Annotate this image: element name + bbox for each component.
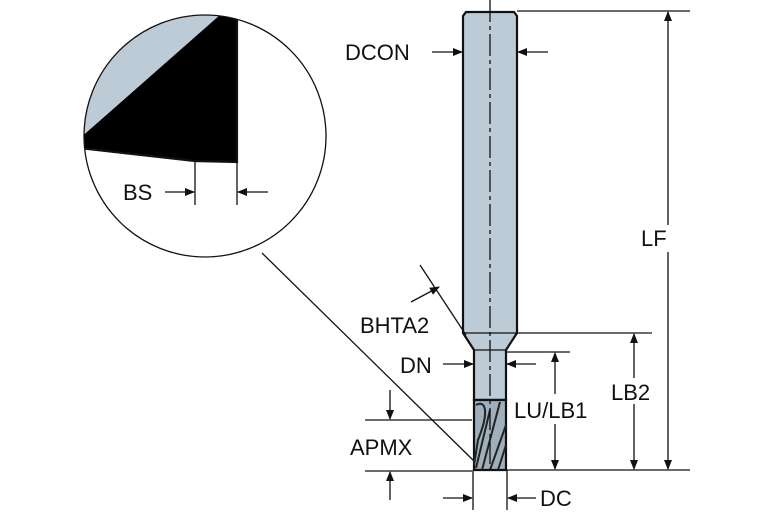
- detail-circle: [83, 14, 327, 258]
- detail-leader-line: [261, 252, 476, 463]
- dn-label: DN: [400, 353, 432, 378]
- lb2-label: LB2: [611, 380, 650, 405]
- bs-label: BS: [123, 180, 152, 205]
- lu-lb1-label: LU/LB1: [514, 398, 587, 423]
- lf-label: LF: [641, 226, 667, 251]
- end-mill-tool: [461, 0, 519, 472]
- dc-label: DC: [540, 486, 572, 511]
- apmx-label: APMX: [350, 435, 413, 460]
- bhta2-label: BHTA2: [360, 313, 429, 338]
- dcon-label: DCON: [345, 40, 410, 65]
